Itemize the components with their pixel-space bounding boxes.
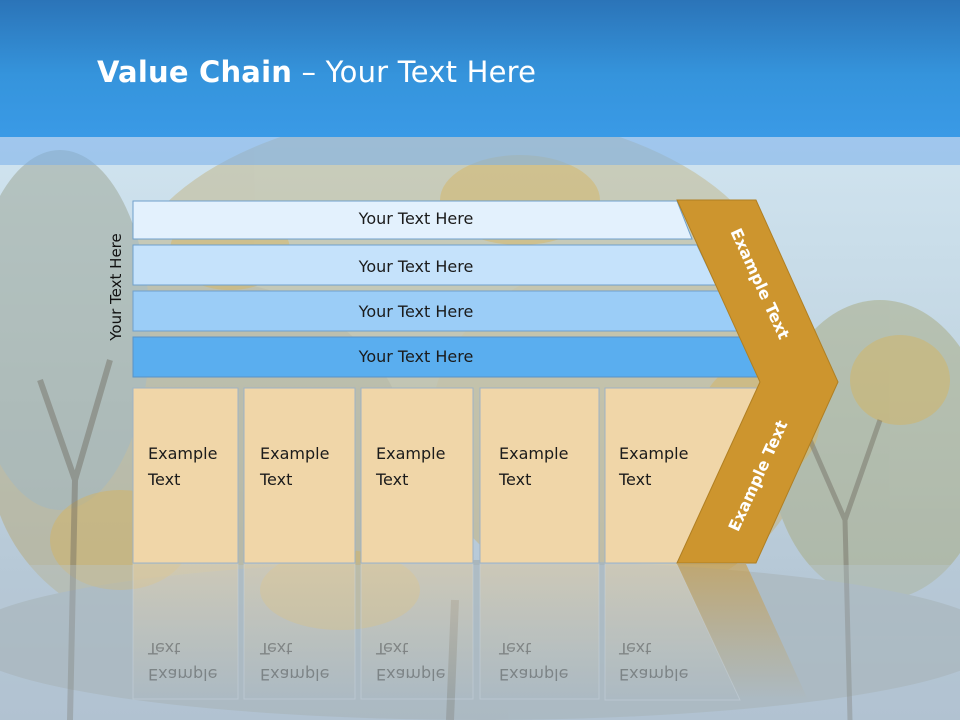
primary-box-4 (479, 387, 600, 564)
slide-title-bold: Value Chain (97, 55, 293, 89)
support-band-1 (132, 200, 693, 240)
primary-box-4-line-1: Example (499, 444, 568, 463)
reflection-box-4-line-1: Example (499, 665, 568, 684)
margin-chevron (676, 199, 839, 564)
support-band-4-label: Your Text Here (358, 347, 474, 366)
primary-box-2 (243, 387, 356, 564)
primary-box-1-line-2: Text (147, 470, 180, 489)
reflection-box-1-line-2: Text (147, 639, 180, 658)
primary-box-4-line-2: Text (498, 470, 531, 489)
diagram-reflection: Example Text Example Text Example Text E… (132, 563, 808, 701)
reflection-box-2-line-2: Text (259, 639, 292, 658)
support-band-2-label: Your Text Here (358, 257, 474, 276)
reflection-box-5-line-1: Example (619, 665, 688, 684)
support-band-3-label: Your Text Here (358, 302, 474, 321)
reflection-box-3-line-2: Text (375, 639, 408, 658)
reflection-box-3-line-1: Example (376, 665, 445, 684)
primary-box-3-line-1: Example (376, 444, 445, 463)
slide-title: Value Chain – Your Text Here (97, 55, 536, 89)
primary-box-1-line-1: Example (148, 444, 217, 463)
reflection-box-4-line-2: Text (498, 639, 531, 658)
title-bar-band (0, 137, 960, 165)
reflection-box-1-line-1: Example (148, 665, 217, 684)
primary-box-5-line-1: Example (619, 444, 688, 463)
primary-box-1 (132, 387, 239, 564)
support-band-1-label: Your Text Here (358, 209, 474, 228)
primary-box-3 (360, 387, 474, 564)
primary-box-2-line-2: Text (259, 470, 292, 489)
reflection-box-2-line-1: Example (260, 665, 329, 684)
primary-box-5-line-2: Text (618, 470, 651, 489)
title-bar (0, 0, 960, 137)
primary-box-3-line-2: Text (375, 470, 408, 489)
slide-title-rest: – Your Text Here (292, 55, 537, 89)
reflection-box-5-line-2: Text (618, 639, 651, 658)
support-activities-side-label: Your Text Here (107, 233, 125, 341)
primary-box-2-line-1: Example (260, 444, 329, 463)
